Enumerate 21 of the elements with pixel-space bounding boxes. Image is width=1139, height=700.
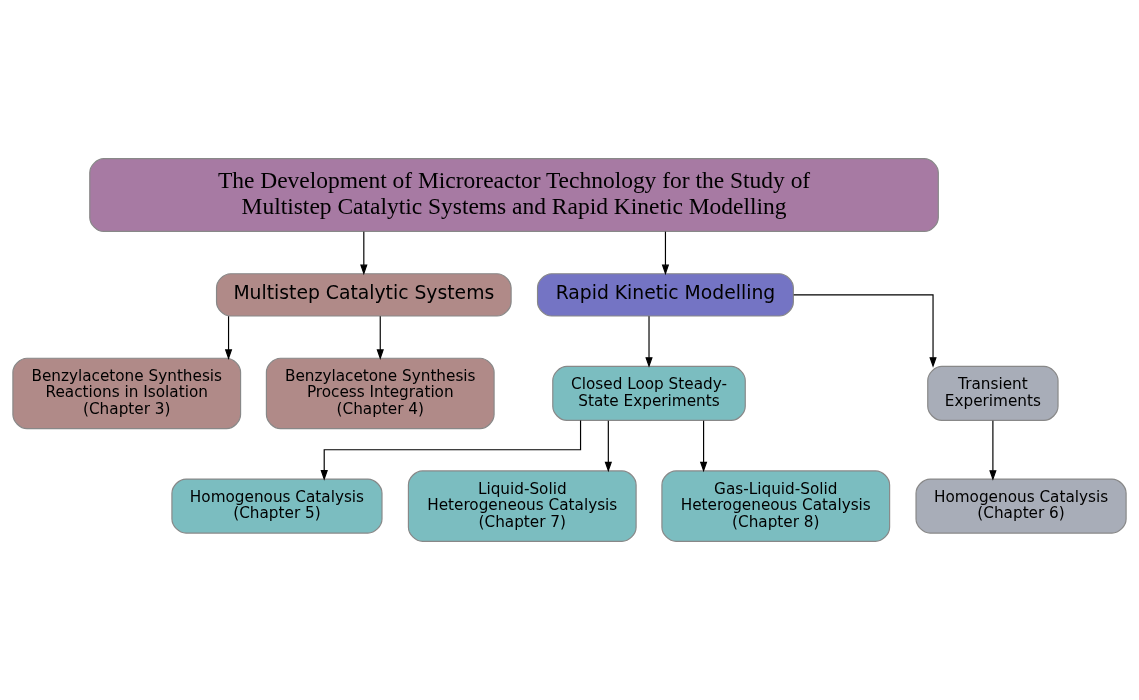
arrow [645, 315, 653, 368]
arrow [604, 420, 613, 473]
arrow [376, 315, 384, 360]
node-box: Benzylacetone Synthesis Process Integration (Chapter 4) [265, 357, 495, 430]
node-box: Multistep Catalytic Systems [215, 273, 512, 317]
arrow [224, 315, 233, 360]
arrow [661, 231, 670, 276]
arrow [989, 420, 997, 481]
node-box: Transient Experiments [927, 365, 1059, 421]
arrow [320, 420, 582, 481]
node-box: Homogenous Catalysis (Chapter 6) [915, 478, 1127, 534]
arrow [360, 231, 368, 276]
node-box: Liquid-Solid Heterogeneous Catalysis (Chapter 7) [407, 470, 637, 542]
node-box: Homogenous Catalysis (Chapter 5) [171, 478, 383, 534]
node-box: Closed Loop Steady-State Experiments [552, 365, 746, 421]
node-box: Rapid Kinetic Modelling [536, 273, 794, 317]
arrow [699, 420, 708, 473]
node-box: Gas-Liquid-Solid Heterogeneous Catalysis (Chapter 8) [661, 470, 891, 542]
arrow [793, 294, 937, 368]
node-box: The Development of Microreactor Technology for the Study of Multistep Catalytic Systems and Rapid Kinetic Modelling [89, 158, 939, 233]
node-box: Benzylacetone Synthesis Reactions in Isolation (Chapter 3) [12, 357, 242, 430]
